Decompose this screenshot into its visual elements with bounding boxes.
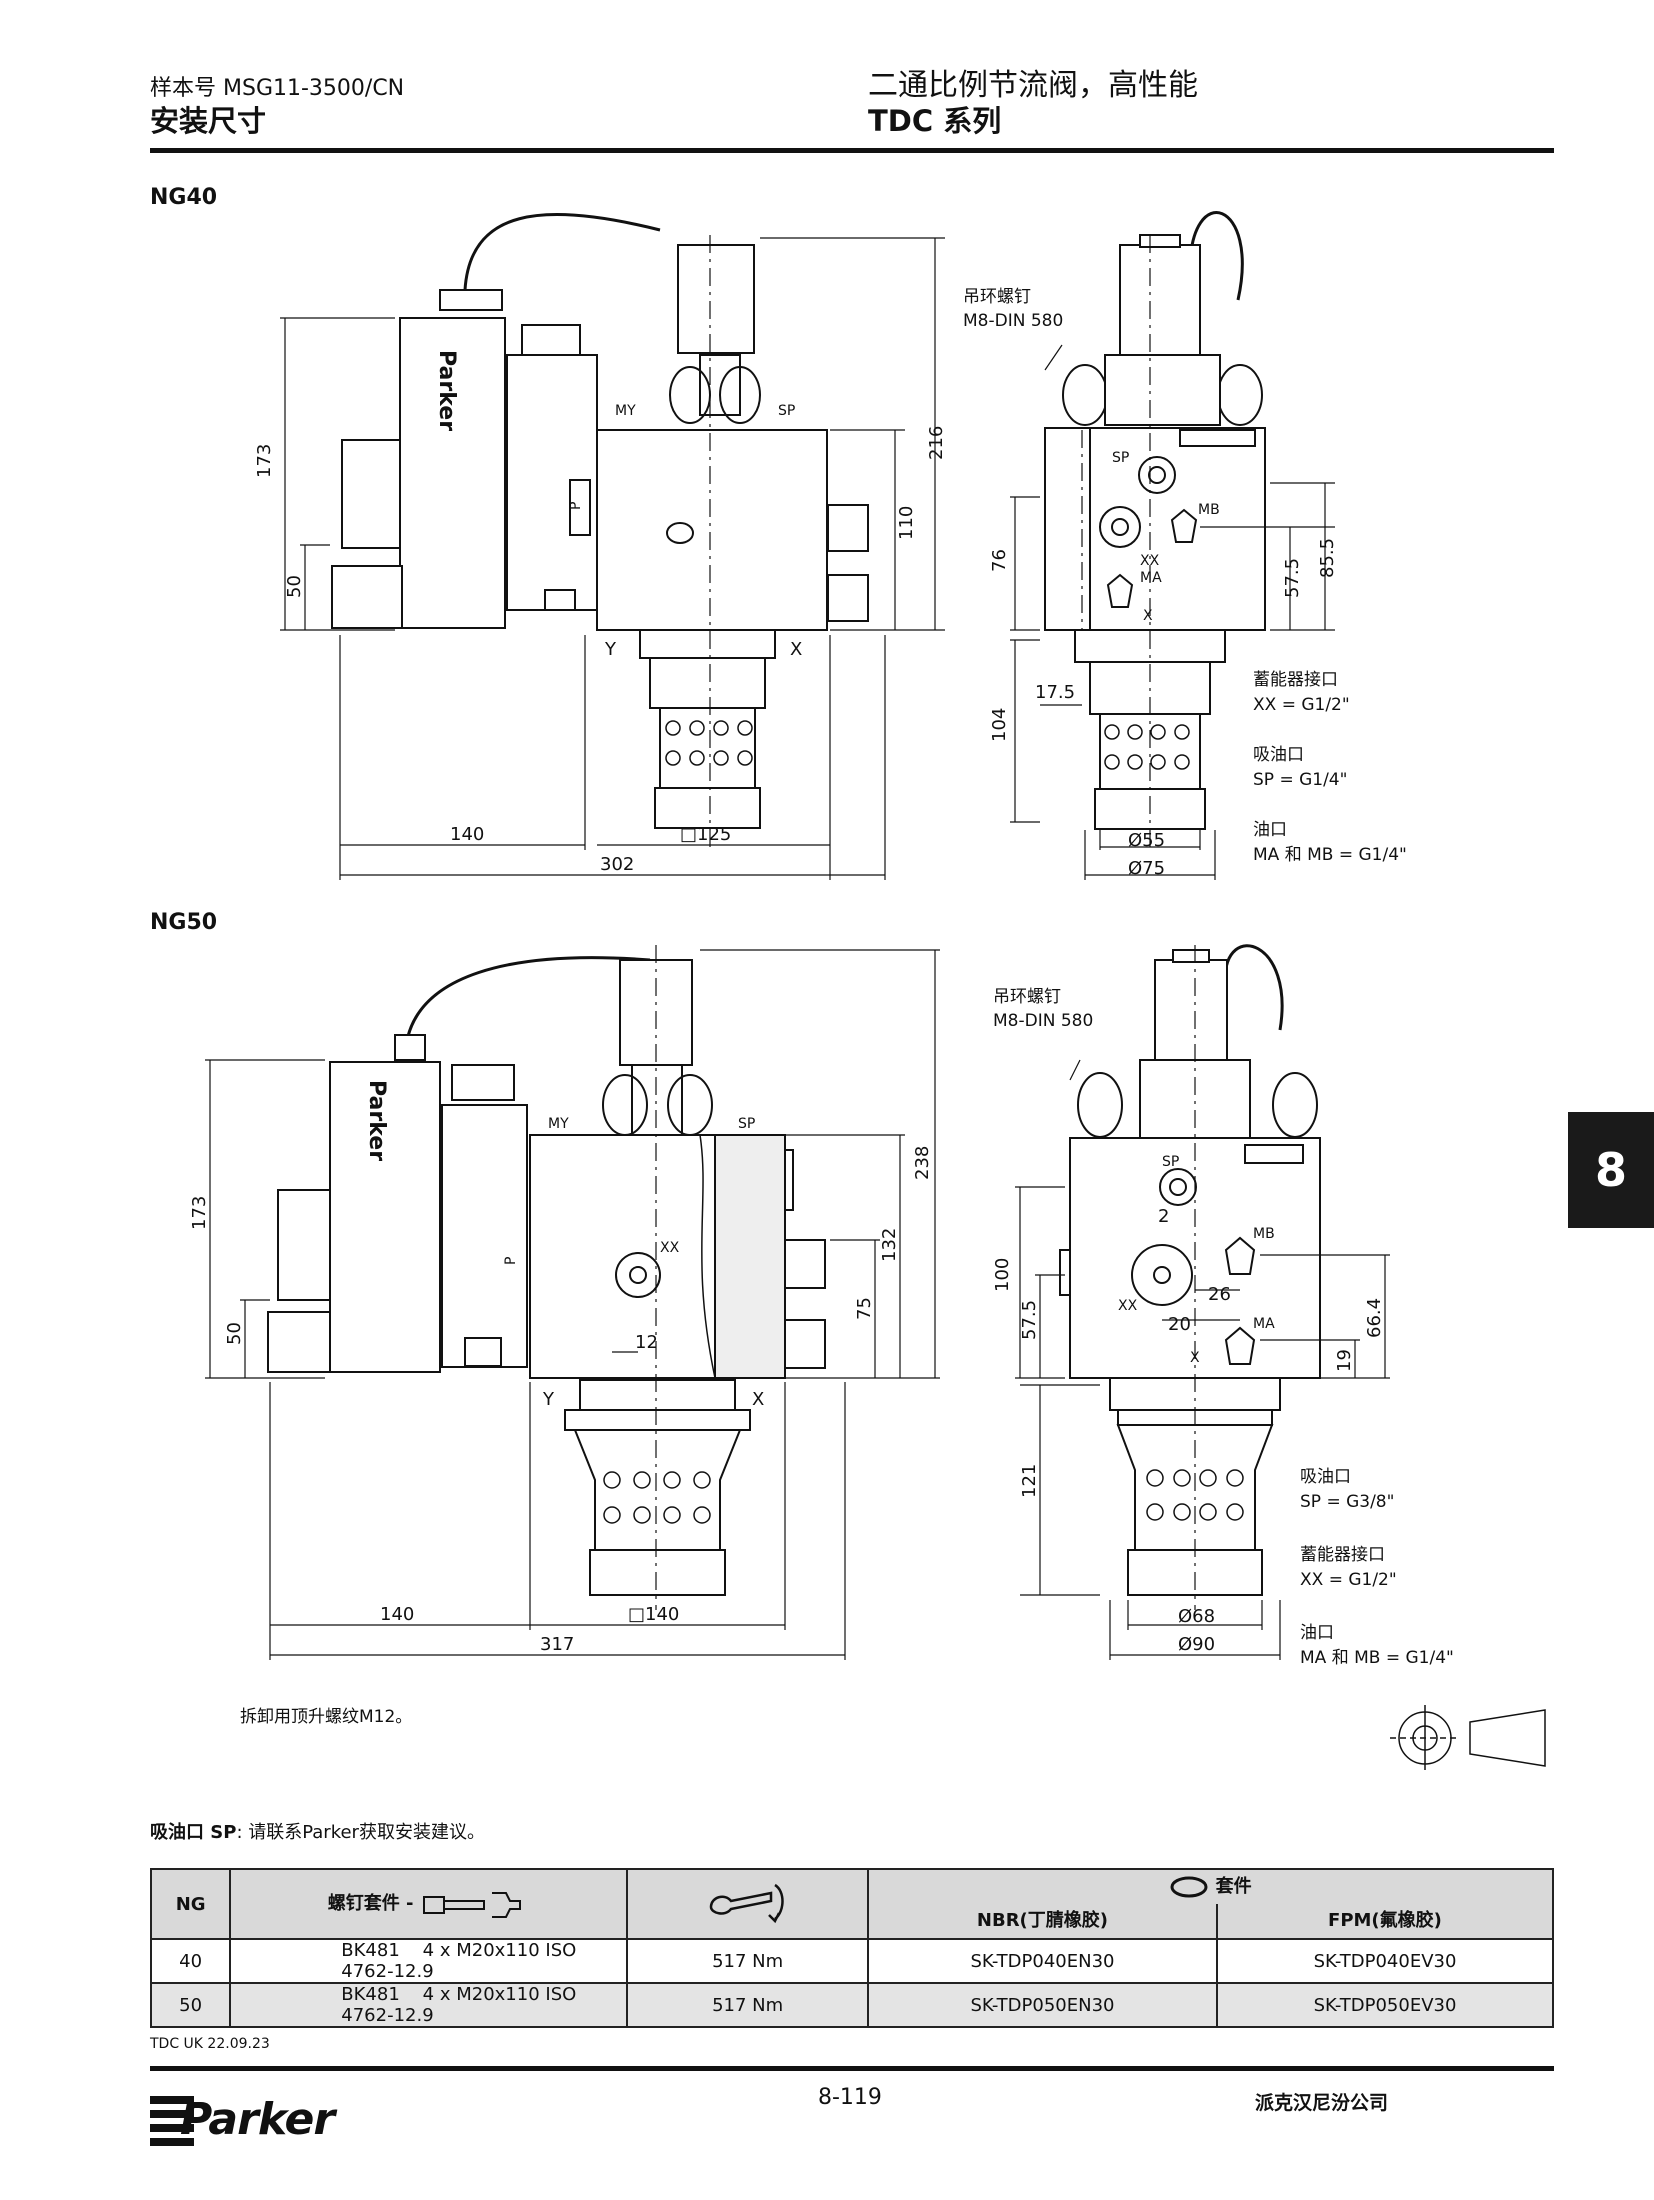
parker-logo-text: Parker [180, 2094, 335, 2145]
ng50-dim-140: 140 [380, 1604, 414, 1625]
ng50-dim-121: 121 [1019, 1464, 1040, 1498]
ng40-dim-110: 110 [896, 506, 917, 540]
chapter-tab: 8 [1568, 1112, 1654, 1228]
col-screw-kit: 螺钉套件 - [229, 1868, 629, 1940]
ng40-dim-57-5: 57.5 [1282, 558, 1303, 598]
ng50-front-dimension-lines [1015, 1059, 1390, 1660]
ng40-front-dimension-lines [1010, 344, 1335, 880]
ng40-dim-216: 216 [926, 426, 947, 460]
ng50-heading: NG50 [150, 910, 218, 935]
ng40-dimension-lines [280, 237, 945, 880]
ng40-front-ma: MA [1140, 570, 1162, 586]
ng50-housing-brand: Parker [364, 1080, 389, 1161]
ng50-dim-d90: Ø90 [1178, 1634, 1215, 1655]
page-number: 8-119 [818, 2085, 882, 2110]
torque-wrench-icon [709, 1883, 784, 1923]
section-title: 安装尺寸 [150, 104, 267, 138]
ng40-dim-302: 302 [600, 854, 634, 875]
ng40-front-view [1044, 211, 1266, 850]
ng40-port-x: X [790, 639, 802, 660]
ng40-dim-140: 140 [450, 824, 484, 845]
ng40-front-xx: XX [1140, 553, 1160, 569]
ng50-dimension-lines [205, 949, 940, 1660]
screw-kit-table: NG 螺钉套件 - 套件 NBR(丁腈橡胶) FPM(氟橡胶) [149, 1868, 1555, 2028]
suction-port-note: 吸油口 SP: 请联系Parker获取安装建议。 [150, 1822, 485, 1843]
ng40-housing-brand: Parker [434, 350, 459, 431]
ng50-port-legend: 吸油口 SP = G3/8" 蓄能器接口 XX = G1/2" 油口 MA 和 … [1300, 1467, 1454, 1668]
col-ng: NG [149, 1868, 232, 1940]
table-row: 50 BK481 4 x M20x110 ISO 4762-12.9 517 N… [149, 1982, 1554, 2028]
ng40-dim-17-5: 17.5 [1035, 682, 1075, 703]
ng40-dim-104: 104 [989, 708, 1010, 742]
ng50-eyebolt-label: 吊环螺钉 M8-DIN 580 [993, 987, 1094, 1031]
ng50-port-xx: XX [660, 1240, 680, 1256]
ng40-dim-85-5: 85.5 [1317, 538, 1338, 578]
ng40-dim-76: 76 [989, 549, 1010, 572]
ng50-dim-20: 20 [1168, 1314, 1191, 1335]
ng40-dim-d55: Ø55 [1128, 830, 1165, 851]
ng40-dim-d75: Ø75 [1128, 858, 1165, 879]
company-name: 派克汉尼汾公司 [1255, 2092, 1389, 2114]
ng40-side-view [331, 213, 869, 850]
ng40-port-sp: SP [778, 403, 795, 419]
ng50-port-p: P [503, 1257, 519, 1265]
footer-rule [150, 2066, 1554, 2071]
ng50-dim-140sq: □140 [628, 1604, 679, 1625]
series-title: TDC 系列 [868, 104, 1002, 138]
ng50-port-sp: SP [738, 1116, 755, 1132]
ng50-side-view [267, 945, 826, 1610]
doc-code: TDC UK 22.09.23 [150, 2036, 270, 2052]
ng50-dim-173: 173 [189, 1196, 210, 1230]
ng50-dim-50: 50 [224, 1322, 245, 1345]
ng50-dim-19: 19 [1334, 1349, 1355, 1372]
bolt-icon [422, 1892, 521, 1918]
ng50-dim-2: 2 [1158, 1206, 1169, 1227]
projection-symbol-icon [1390, 1705, 1546, 1770]
ng50-dim-75: 75 [854, 1297, 875, 1320]
col-fpm: FPM(氟橡胶) [1215, 1904, 1552, 1938]
parker-logo-icon [150, 2096, 194, 2146]
ng40-heading: NG40 [150, 185, 218, 210]
ng50-dim-26: 26 [1208, 1284, 1231, 1305]
ng40-dim-50: 50 [284, 575, 305, 598]
ng40-port-legend: 蓄能器接口 XX = G1/2" 吸油口 SP = G1/4" 油口 MA 和 … [1253, 670, 1407, 865]
ng50-front-sp: SP [1162, 1154, 1179, 1170]
ng50-dim-100: 100 [992, 1258, 1013, 1292]
ng50-front-view [1059, 944, 1321, 1610]
col-oring-kit: 套件 NBR(丁腈橡胶) FPM(氟橡胶) [866, 1868, 1555, 1940]
col-torque [626, 1868, 869, 1940]
ng50-dim-57-5: 57.5 [1019, 1300, 1040, 1340]
o-ring-icon [1170, 1876, 1208, 1898]
header-rule [150, 148, 1554, 153]
ng40-dim-173: 173 [254, 444, 275, 478]
ng50-front-ma: MA [1253, 1316, 1275, 1332]
ng40-dim-125: □125 [680, 824, 731, 845]
product-title: 二通比例节流阀，高性能 [868, 68, 1198, 103]
ng50-front-x: X [1190, 1350, 1200, 1366]
ng50-dim-66-4: 66.4 [1364, 1298, 1385, 1338]
parker-logo: Parker [150, 2088, 340, 2154]
ng50-dim-238: 238 [912, 1146, 933, 1180]
catalog-number: 样本号 MSG11-3500/CN [150, 76, 405, 101]
ng50-port-my: MY [548, 1116, 569, 1132]
ng40-front-mb: MB [1198, 502, 1220, 518]
ng50-dim-132: 132 [879, 1228, 900, 1262]
ng50-dim-12: 12 [635, 1332, 658, 1353]
removal-note: 拆卸用顶升螺纹M12。 [240, 1707, 413, 1727]
ng50-port-y: Y [542, 1389, 555, 1410]
ng40-port-p: P [568, 502, 584, 510]
ng50-dim-d68: Ø68 [1178, 1606, 1215, 1627]
col-nbr: NBR(丁腈橡胶) [976, 1910, 1109, 1931]
ng50-front-xx: XX [1118, 1298, 1138, 1314]
ng50-dim-317: 317 [540, 1634, 574, 1655]
ng40-port-my: MY [615, 403, 636, 419]
ng40-front-x: X [1143, 608, 1153, 624]
ng40-port-y: Y [604, 639, 617, 660]
ng50-port-x: X [752, 1389, 764, 1410]
table-row: 40 BK481 4 x M20x110 ISO 4762-12.9 517 N… [149, 1938, 1554, 1984]
ng50-front-mb: MB [1253, 1226, 1275, 1242]
ng40-front-sp: SP [1112, 450, 1129, 466]
ng40-eyebolt-label: 吊环螺钉 M8-DIN 580 [963, 287, 1064, 331]
